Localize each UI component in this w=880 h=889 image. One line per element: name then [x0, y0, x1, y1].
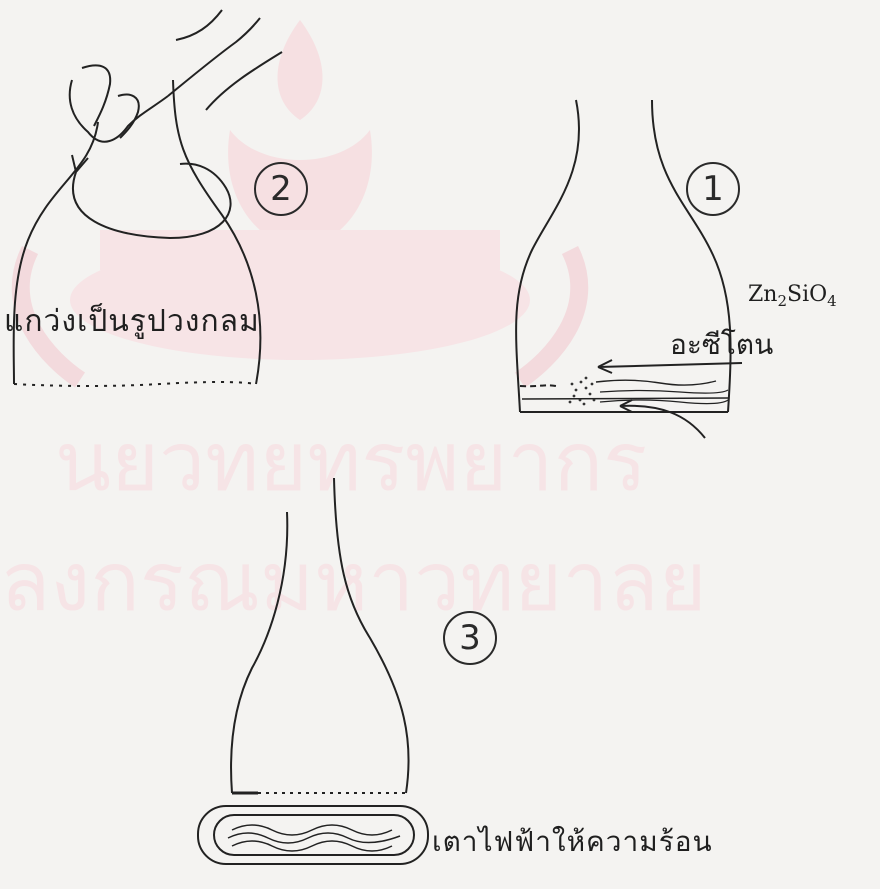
flask-3: [231, 478, 409, 793]
label-heater: เตาไฟฟ้าให้ความร้อน: [432, 820, 713, 864]
swirl-arrow: [72, 155, 231, 238]
pointer-acetone: [620, 400, 705, 438]
electric-heater: [198, 806, 428, 864]
step-number-3: 3: [443, 611, 497, 665]
chem-sub-2: 4: [827, 292, 837, 310]
label-zn2sio4: Zn2SiO4: [748, 282, 837, 310]
step-number-1: 1: [686, 162, 740, 216]
powder-spot: [569, 377, 596, 406]
label-acetone: อะซีโตน: [670, 323, 773, 367]
chem-mid: SiO: [787, 282, 827, 307]
label-swirl-caption: แกว่งเป็นรูปวงกลม: [4, 298, 260, 345]
chem-sub-1: 2: [777, 292, 787, 310]
chem-base: Zn: [748, 282, 777, 307]
step-number-2: 2: [254, 162, 308, 216]
